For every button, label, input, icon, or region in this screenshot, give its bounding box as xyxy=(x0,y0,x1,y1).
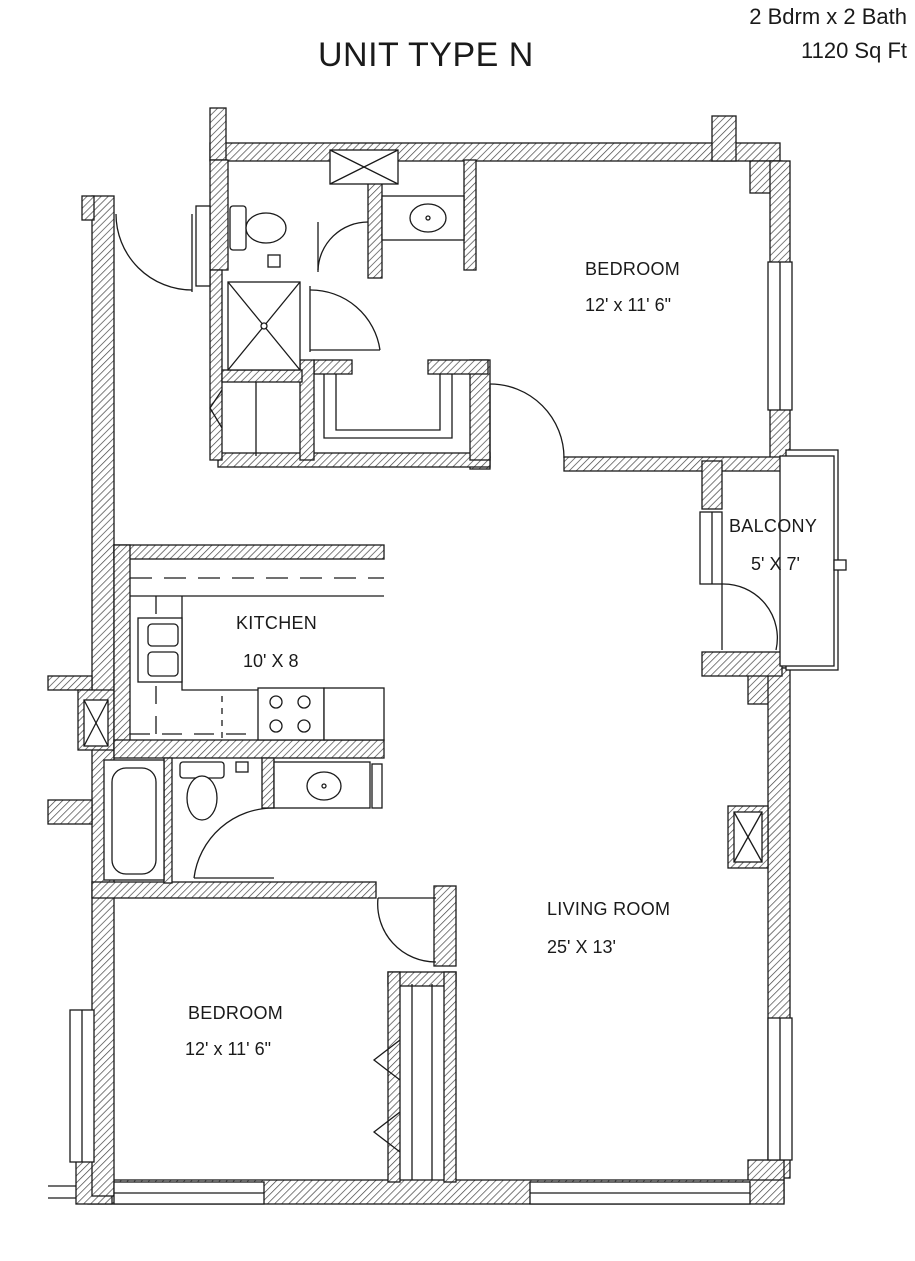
room-size-bedroom-top: 12' x 11' 6" xyxy=(585,295,671,315)
wall-bath2-bottom xyxy=(91,881,377,899)
wall-closet-top-h xyxy=(427,359,489,375)
wall-left-stub-2 xyxy=(47,799,93,825)
door-bedroom-top xyxy=(489,383,565,459)
wall-bath1-vanity-right xyxy=(463,159,477,271)
door-entry xyxy=(115,213,193,291)
wall-bath1-left-lower xyxy=(209,269,223,461)
fridge xyxy=(323,687,385,741)
range xyxy=(257,687,325,741)
wall-top-left-stub xyxy=(209,107,227,161)
wall-closet-top-v xyxy=(299,359,315,461)
toilet-bowl-2 xyxy=(186,775,218,821)
unit-summary: 2 Bdrm x 2 Bath 1120 Sq Ft xyxy=(749,0,907,68)
wall-kitchen-bottom xyxy=(113,739,385,759)
sink-2 xyxy=(306,771,342,801)
room-size-bedroom-bottom: 12' x 11' 6" xyxy=(185,1039,271,1059)
wall-closet-left xyxy=(387,971,401,1183)
room-label-living: LIVING ROOM xyxy=(547,899,671,919)
wall-top xyxy=(209,142,781,162)
wall-bath-bottom xyxy=(217,452,491,468)
door-closet-bath xyxy=(317,221,369,271)
wall-divider-stub xyxy=(433,885,457,967)
wall-closet-right xyxy=(443,971,457,1183)
wall-kitchen-left xyxy=(113,544,131,751)
wall-closet-top-h2 xyxy=(313,359,353,375)
walls xyxy=(47,107,791,1205)
wall-left-inner xyxy=(81,195,95,221)
balcony-door-jamb xyxy=(699,511,723,585)
room-size-living: 25' X 13' xyxy=(547,937,616,957)
room-label-kitchen: KITCHEN xyxy=(236,613,318,633)
wall-balcony-upper xyxy=(701,460,723,510)
room-label-balcony: BALCONY xyxy=(729,516,818,536)
wall-bedroom-top-bottom xyxy=(563,456,791,472)
unit-layout: 2 Bdrm x 2 Bath xyxy=(749,4,907,29)
door-bedroom-bottom xyxy=(377,897,437,963)
wall-kitchen-top xyxy=(113,544,385,560)
room-label-bedroom-bottom: BEDROOM xyxy=(188,1003,284,1023)
fixtures xyxy=(48,149,847,1205)
wall-vanity2-left xyxy=(261,757,275,809)
page-title: UNIT TYPE N xyxy=(318,36,534,74)
toilet-tank-1 xyxy=(229,205,247,251)
room-label-bedroom-top: BEDROOM xyxy=(585,259,681,279)
wall-balcony-lower xyxy=(701,651,783,677)
room-size-balcony: 5' X 7' xyxy=(751,554,800,574)
door-balcony xyxy=(721,583,779,651)
room-size-kitchen: 10' X 8 xyxy=(243,651,299,671)
door-bath1 xyxy=(309,289,381,351)
unit-area: 1120 Sq Ft xyxy=(801,38,907,64)
toilet-bowl-1 xyxy=(245,212,287,244)
wall-bath-right xyxy=(469,359,491,461)
wall-shower-bottom xyxy=(221,369,303,383)
door-bath2 xyxy=(193,807,275,879)
wall-bath1-left xyxy=(209,159,229,271)
sink-1 xyxy=(409,203,447,233)
wall-top-right-stub xyxy=(711,115,737,162)
wall-bath2-divider xyxy=(163,757,173,884)
wall-left-stub xyxy=(47,675,93,691)
